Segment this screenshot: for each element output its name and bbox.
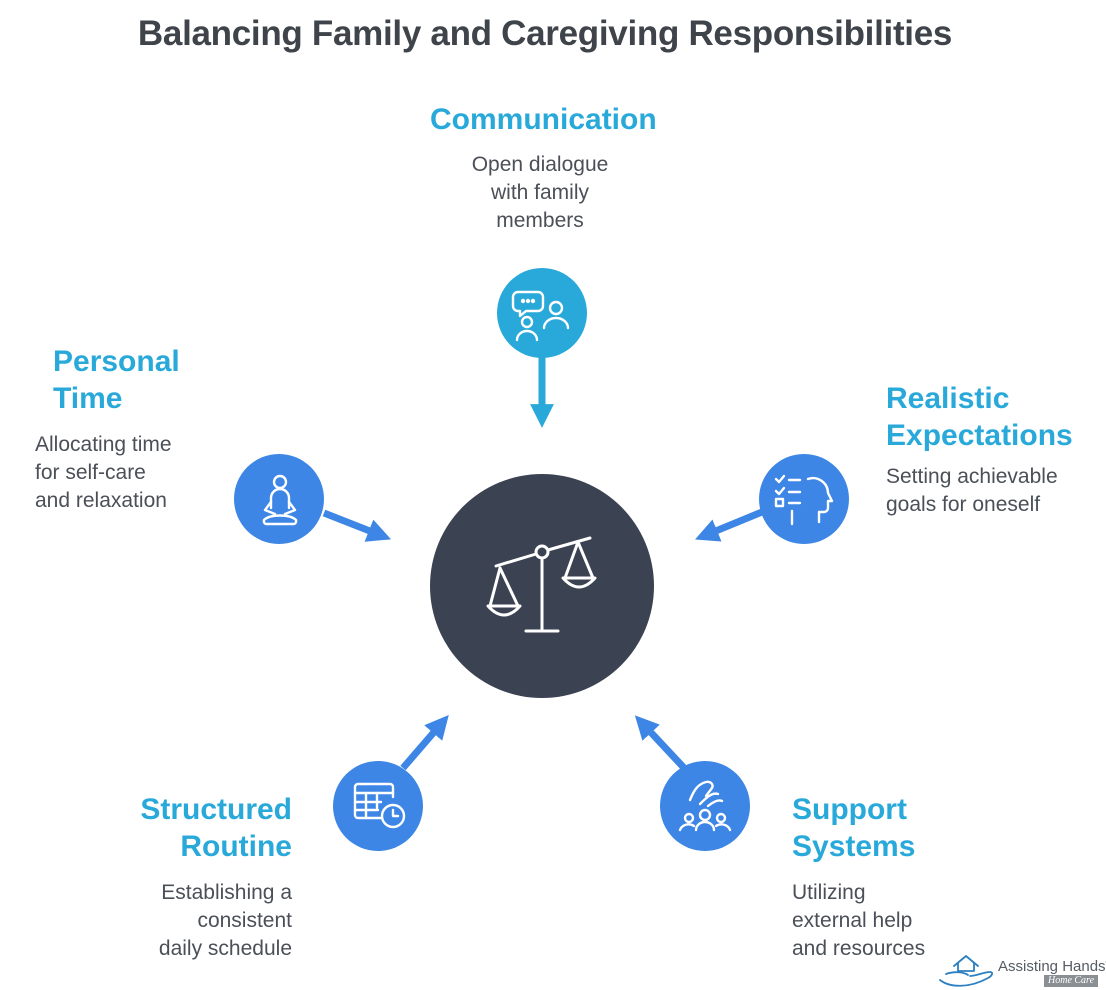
node-support-systems-description: Utilizing external help and resources — [792, 881, 926, 960]
arrow-realistic-expectations — [694, 508, 764, 542]
house-hand-logo-icon — [939, 955, 994, 987]
calendar-clock-icon — [353, 782, 406, 829]
node-structured-routine-description: Establishing a consistent daily schedule — [158, 881, 292, 960]
node-communication-heading: Communication — [430, 103, 657, 136]
logo-tagline: Home Care — [1044, 975, 1099, 987]
node-realistic-expectations-description: Setting achievable goals for oneself — [886, 465, 1058, 516]
arrow-structured-routine — [400, 714, 449, 771]
center-node — [430, 474, 654, 698]
arrow-support-systems — [634, 715, 689, 773]
node-support-systems — [660, 761, 750, 851]
balance-scale-icon — [486, 536, 597, 633]
node-personal-time-heading: Personal Time — [53, 345, 180, 415]
node-realistic-expectations — [759, 454, 849, 544]
arrow-personal-time — [322, 509, 392, 542]
helping-hand-group-icon — [678, 780, 732, 832]
node-structured-routine — [333, 761, 423, 851]
node-support-systems-heading: Support Systems — [792, 793, 916, 863]
logo-name-text: Assisting Hands — [998, 958, 1106, 975]
node-communication — [497, 268, 587, 358]
meditation-person-icon — [262, 474, 298, 526]
logo-name: Assisting Hands® — [998, 958, 1106, 975]
checklist-head-icon — [774, 474, 834, 526]
page-title: Balancing Family and Caregiving Responsi… — [137, 14, 953, 53]
chat-people-icon — [511, 290, 570, 342]
node-personal-time-description: Allocating time for self-care and relaxa… — [35, 433, 172, 512]
node-personal-time — [234, 454, 324, 544]
node-realistic-expectations-heading: Realistic Expectations — [886, 382, 1073, 452]
node-structured-routine-heading: Structured Routine — [140, 793, 292, 863]
node-communication-description: Open dialogue with family members — [471, 153, 609, 232]
